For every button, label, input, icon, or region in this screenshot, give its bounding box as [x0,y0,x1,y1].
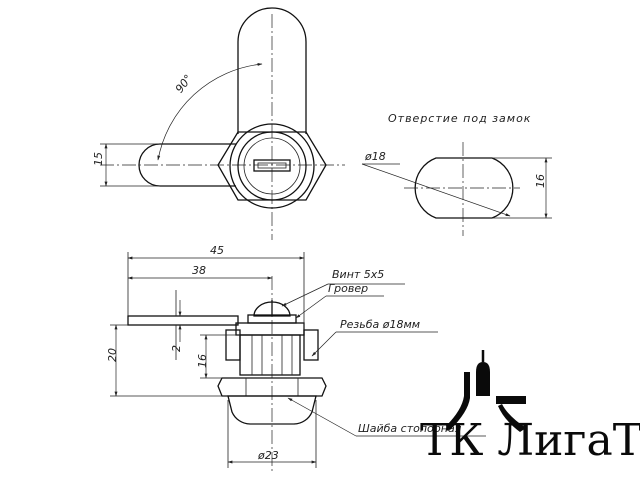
church-dome-icon [446,350,526,432]
grover-label: Гровер [328,282,368,295]
dim-23-label: ø23 [257,449,279,462]
side-view: 45 38 20 2 16 ø23 Винт 5х5 Гровер [106,244,486,474]
lock-body [239,334,301,376]
screw-label: Винт 5х5 [332,268,384,281]
hole-title: Отверстие под замок [388,112,531,125]
lock-head [217,123,327,209]
cam-horizontal-position [100,143,345,187]
hole-diameter-label: ø18 [364,150,386,163]
cam-rotated-position [237,7,307,240]
dim-20-label: 20 [106,348,119,362]
dim-2-label: 2 [170,345,183,352]
dim-45-label: 45 [210,244,224,257]
angle-90-dimension: 90° [157,62,263,161]
angle-label: 90° [173,72,195,95]
hole-flat-label: 16 [534,174,547,188]
hole-detail: Отверстие под замок ø18 16 [361,112,552,236]
dim-16-label: 16 [196,354,209,368]
dim-15-label: 15 [92,152,105,166]
thread-label: Резьба ø18мм [340,318,420,331]
dim-38-label: 38 [192,264,206,277]
cam-plate [127,315,239,326]
screw-head [253,301,291,317]
company-logo: ТК ЛигаТ [420,350,640,466]
washer-label: Шайба стопорная [358,422,462,435]
dim-15: 15 [92,143,160,187]
logo-text: ТК ЛигаТ [420,415,640,466]
lock-nut [217,377,327,397]
top-view: 90° 15 [92,7,345,240]
